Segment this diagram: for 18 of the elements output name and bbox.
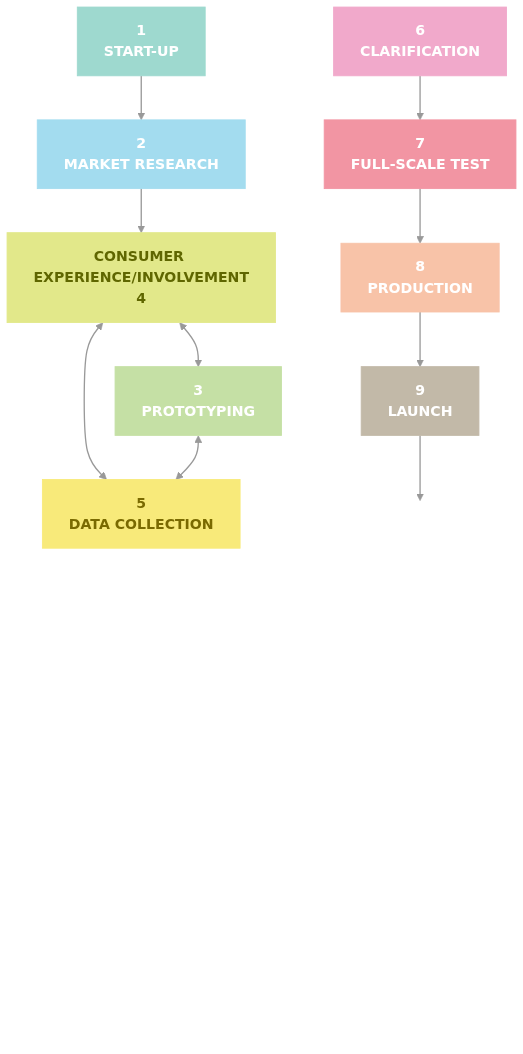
node-box: 8 PRODUCTION xyxy=(340,242,500,313)
node-box: 5 DATA COLLECTION xyxy=(41,479,241,549)
arrow xyxy=(137,187,146,234)
node-box: 3 PROTOTYPING xyxy=(114,366,282,436)
arrow xyxy=(416,75,424,121)
arrow xyxy=(416,434,424,501)
arrow xyxy=(175,435,203,480)
arrow xyxy=(416,187,424,244)
arrow xyxy=(416,311,424,367)
node-box: 7 FULL-SCALE TEST xyxy=(323,119,517,190)
arrow xyxy=(83,322,107,480)
node-box: 9 LAUNCH xyxy=(360,366,480,436)
node-box: 6 CLARIFICATION xyxy=(333,6,507,77)
arrow xyxy=(179,322,203,367)
node-box: CONSUMER EXPERIENCE/INVOLVEMENT 4 xyxy=(6,232,276,323)
node-box: 2 MARKET RESEARCH xyxy=(36,119,246,190)
arrow xyxy=(137,75,146,121)
node-box: 1 START-UP xyxy=(76,6,206,77)
